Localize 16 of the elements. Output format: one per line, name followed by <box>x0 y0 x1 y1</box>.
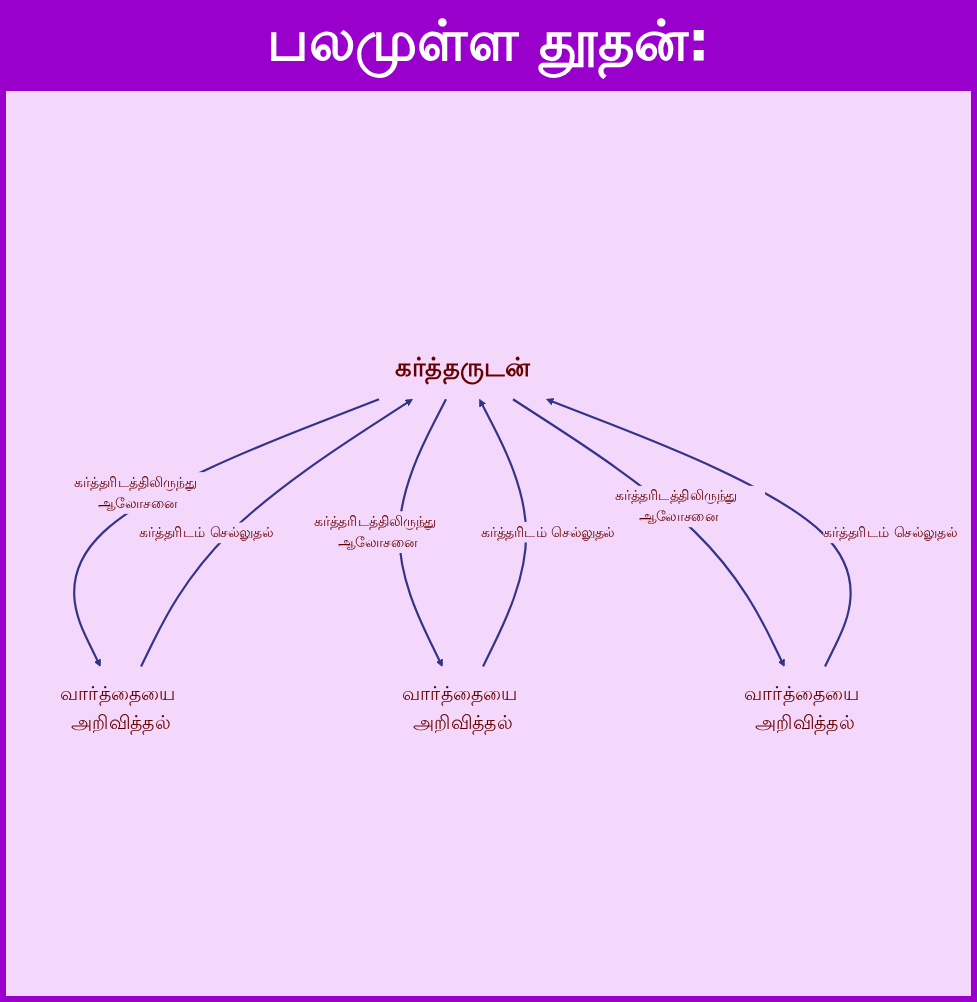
arrow <box>72 397 379 667</box>
arrow <box>511 397 785 667</box>
title: பலமுள்ள தூதன்: <box>267 0 710 91</box>
arrow <box>545 397 852 667</box>
edge-label: கர்த்தரிடத்திலிருந்து ஆலோசனை <box>614 486 737 525</box>
edge-label: கர்த்தரிடம் செல்லுதல் <box>138 523 273 541</box>
edge-label: கர்த்தரிடம் செல்லுதல் <box>822 523 957 541</box>
diagram-panel: கர்த்தரிடத்திலிருந்து ஆலோசனை கர்த்தரிடத்திலிருந்து ஆலோசனை கர்த்தரிடத்திலிருந்து ஆலோசனை கர்த்தரிடம் செல்லுதல் கர்த்தரிடம் செல்லுதல் கர்த்தரிடம் செல்லுதல் கர்த்தருடன் வார்த்தையை அறிவித்தல் வார்த்தையை அறிவித்தல் வார்த்தையை அறிவித்தல் <box>6 91 971 996</box>
node-text: வார்த்தையை அறிவித்தல் <box>59 682 176 733</box>
arrow <box>478 398 527 667</box>
edge-label: கர்த்தரிடத்திலிருந்து ஆலோசனை <box>313 512 437 550</box>
edge-label: கர்த்தரிடத்திலிருந்து ஆலோசனை <box>73 473 197 511</box>
arrow <box>139 398 413 667</box>
edge-label: கர்த்தரிடம் செல்லுதல் <box>480 523 615 540</box>
node-text: வார்த்தையை அறிவித்தல் <box>743 682 860 733</box>
node-text: வார்த்தையை அறிவித்தல் <box>401 682 518 733</box>
